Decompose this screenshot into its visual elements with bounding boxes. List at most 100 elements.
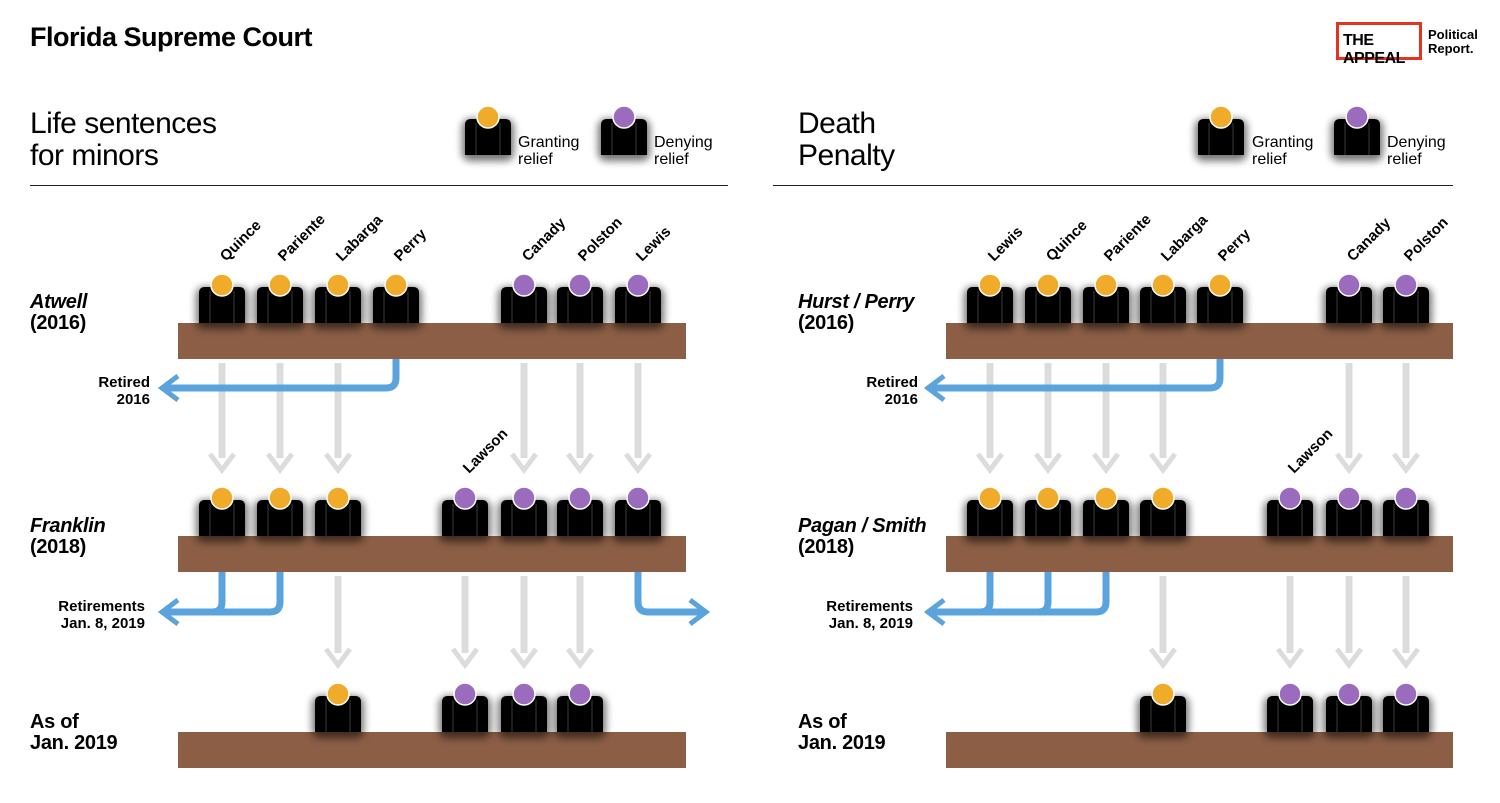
judge-robe-lines	[1150, 504, 1176, 536]
judge-quince	[1022, 273, 1074, 329]
right-row2-label: Pagan / Smith (2018)	[798, 516, 927, 558]
judge-pariente	[254, 273, 306, 329]
judge-name-label: Labarga	[1158, 211, 1212, 265]
bench-1	[178, 323, 686, 359]
judge-head	[978, 273, 1002, 297]
judge-robe-lines	[1393, 291, 1419, 323]
judge-robe-lines	[452, 504, 478, 536]
judge-denying	[554, 486, 606, 542]
legend-granting-line2: relief	[1252, 151, 1287, 168]
judge-head	[453, 682, 477, 706]
judge-polston	[554, 273, 606, 329]
left-title-line1: Life sentences	[30, 107, 217, 140]
right-panel-title: Death Penalty	[798, 108, 895, 172]
row-case: Hurst / Perry	[798, 291, 915, 313]
right-legend-granting-label: Granting relief	[1252, 134, 1313, 168]
right-title-line1: Death	[798, 107, 876, 140]
judge-name-label: Pariente	[1101, 211, 1155, 265]
judge-denying	[1380, 486, 1432, 542]
retire-arrow-branch	[1037, 572, 1052, 616]
judge-head	[1394, 682, 1418, 706]
judge-robe-lines	[567, 504, 593, 536]
retire-arrow-head	[923, 598, 946, 626]
legend-denying-line2: relief	[654, 151, 689, 168]
row-year: (2018)	[30, 536, 87, 558]
retire-arrow-branch	[385, 359, 400, 392]
judge-head	[1036, 273, 1060, 297]
judge-head	[453, 486, 477, 510]
left-panel-title: Life sentences for minors	[30, 107, 217, 172]
judge-lawson	[439, 486, 491, 542]
judge-head	[1278, 486, 1302, 510]
retirements-line2: Jan. 8, 2019	[828, 615, 913, 632]
judge-head	[512, 273, 536, 297]
retire-arrow-head	[157, 374, 180, 402]
judge-robe-lines	[567, 700, 593, 732]
row-year: (2016)	[30, 312, 87, 334]
judge-lewis	[964, 273, 1016, 329]
judge-robe-lines	[1344, 123, 1370, 155]
right-divider	[773, 185, 1453, 186]
down-arrow-head	[510, 647, 538, 670]
bench-3	[946, 732, 1453, 768]
down-arrow-head	[566, 452, 594, 475]
legend-denying-line1: Denying	[654, 134, 713, 151]
judge-robe-lines	[1150, 700, 1176, 732]
benches-layer	[178, 323, 1453, 768]
down-arrow-head	[1276, 647, 1304, 670]
judge-granting	[964, 486, 1016, 542]
judge-head	[268, 486, 292, 510]
down-arrow-head	[266, 452, 294, 475]
row-year: Jan. 2019	[798, 732, 886, 754]
judge-name-label: Lewis	[985, 223, 1026, 264]
down-arrow-head	[324, 647, 352, 670]
down-arrow-head	[976, 452, 1004, 475]
judge-robe-lines	[1208, 123, 1234, 155]
retire-right-arrow-shaft	[634, 572, 702, 616]
judge-denying	[1380, 682, 1432, 738]
down-arrow-head	[510, 452, 538, 475]
judge-denying	[498, 486, 550, 542]
judge-name-label: Lawson	[1285, 425, 1337, 477]
judge-head	[384, 273, 408, 297]
row-case: Atwell	[30, 291, 88, 313]
judge-robe-lines	[1093, 291, 1119, 323]
retire-arrow-branch	[1209, 359, 1224, 392]
judge-lawson	[1264, 486, 1316, 542]
left-title-line2: for minors	[30, 139, 159, 172]
judge-granting	[196, 486, 248, 542]
logo-side-line2: Report.	[1428, 41, 1474, 56]
judge-robe-lines	[1035, 504, 1061, 536]
left-row1-label: Atwell (2016)	[30, 292, 87, 334]
judge-robe-lines	[325, 504, 351, 536]
judge-denying	[1323, 486, 1375, 542]
down-arrow-head	[1335, 647, 1363, 670]
judge-robe-lines	[567, 291, 593, 323]
row-case: Franklin	[30, 515, 106, 537]
right-row3-label: As of Jan. 2019	[798, 711, 886, 754]
judge-head	[626, 273, 650, 297]
judge-robe-lines	[1336, 504, 1362, 536]
judge-robe-lines	[325, 700, 351, 732]
down-arrow-head	[1335, 452, 1363, 475]
judge-head	[1345, 105, 1369, 129]
logo-box: THE APPEAL	[1336, 22, 1422, 67]
judge-robe-lines	[1207, 291, 1233, 323]
judge-robe-lines	[977, 504, 1003, 536]
judge-robe-lines	[1336, 700, 1362, 732]
judge-name-label: Pariente	[275, 211, 329, 265]
judge-pariente	[1080, 273, 1132, 329]
page-title: Florida Supreme Court	[30, 22, 313, 52]
judge-robe-lines	[625, 504, 651, 536]
judge-denying	[1264, 682, 1316, 738]
judge-robe-lines	[325, 291, 351, 323]
judge-granting	[1137, 682, 1189, 738]
left-row3-label: As of Jan. 2019	[30, 711, 118, 754]
judge-robe-lines	[511, 291, 537, 323]
row-case: As of	[798, 711, 847, 733]
judge-name-label: Quince	[1043, 217, 1091, 265]
judge-head	[210, 273, 234, 297]
judge-granting	[1195, 105, 1247, 161]
row-case: As of	[30, 711, 79, 733]
right-retirements-2019-label: Retirements Jan. 8, 2019	[808, 598, 913, 632]
